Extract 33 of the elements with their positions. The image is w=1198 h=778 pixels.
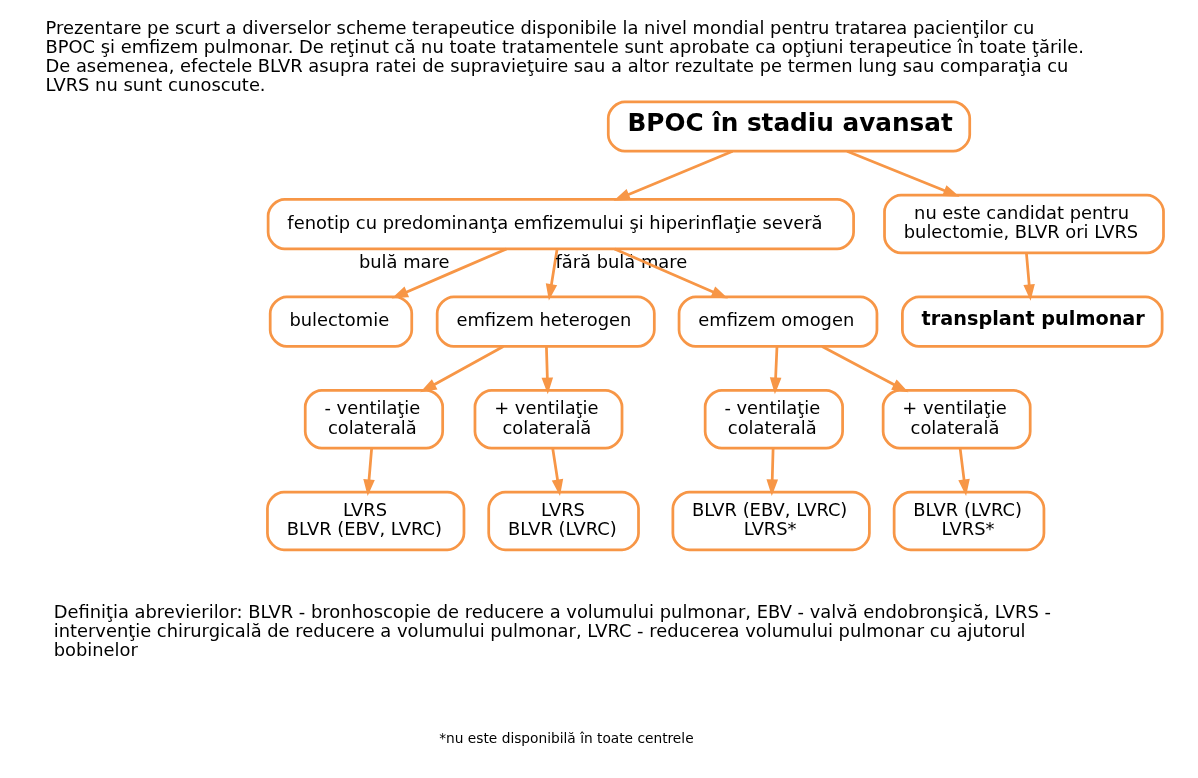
arrow [545, 248, 559, 301]
arrow [766, 448, 779, 496]
node-box: emfizem omogen [677, 295, 879, 348]
edge-label: bulă mare [358, 250, 450, 272]
arrow [613, 150, 734, 201]
node-box: transplant pulmonar [901, 295, 1164, 348]
arrow [1023, 253, 1035, 301]
arrow [846, 150, 960, 197]
diagram-title: Prezentare pe scurt a diverselor scheme terapeutice disponibile la nivel mondial pentru tratarea pacienţilor cu BPOC şi emfizem pulmonar. De reţinut că nu toate tratamentele sunt aprobate ca opţiuni terapeutice în toate ţările. De asemenea, efectele BLVR asupra ratei de supravieţuire sau a altor rezultate pe termen lung sau comparaţia cu LVRS nu sunt cunoscute. [45, 16, 1084, 96]
arrow [363, 448, 375, 496]
node-box: fenotip cu predominanţa emfizemului şi hiperinflaţie severă [266, 197, 855, 251]
arrow [821, 345, 909, 393]
arrow [769, 346, 782, 395]
node-box: bulectomie [268, 295, 414, 348]
node-box: + ventilaţie colaterală [473, 389, 624, 450]
arrow [958, 448, 970, 496]
node-box: LVRS BLVR (EBV, LVRC) [266, 490, 466, 552]
node-box: LVRS BLVR (LVRC) [487, 490, 640, 552]
label: *nu este disponibilă în toate centrele [439, 729, 694, 746]
label: Definiţia abrevierilor: BLVR - bronhoscopie de reducere a volumului pulmonar, EBV - valvă endobronşică, LVRS - intervenţie chirurgicală de reducere a volumului pulmonar, LVRC - reducerea volumului pulmonar cu ajutorul bobinelor [53, 600, 1051, 661]
arrow [541, 346, 554, 395]
node-box: BPOC în stadiu avansat [606, 100, 972, 153]
node-box: emfizem heterogen [435, 295, 656, 348]
arrow [551, 447, 564, 496]
node-box: BLVR (LVRC) LVRS* [892, 490, 1046, 552]
node-box: + ventilaţie colaterală [881, 389, 1032, 450]
node-box: - ventilaţie colaterală [303, 389, 445, 450]
node-box: - ventilaţie colaterală [703, 389, 844, 450]
arrow [614, 247, 728, 299]
node-box: nu este candidat pentru bulectomie, BLVR ori LVRS [883, 193, 1165, 255]
node-box: BLVR (EBV, LVRC) LVRS* [671, 490, 871, 552]
arrow [420, 345, 504, 393]
arrow [391, 247, 508, 299]
